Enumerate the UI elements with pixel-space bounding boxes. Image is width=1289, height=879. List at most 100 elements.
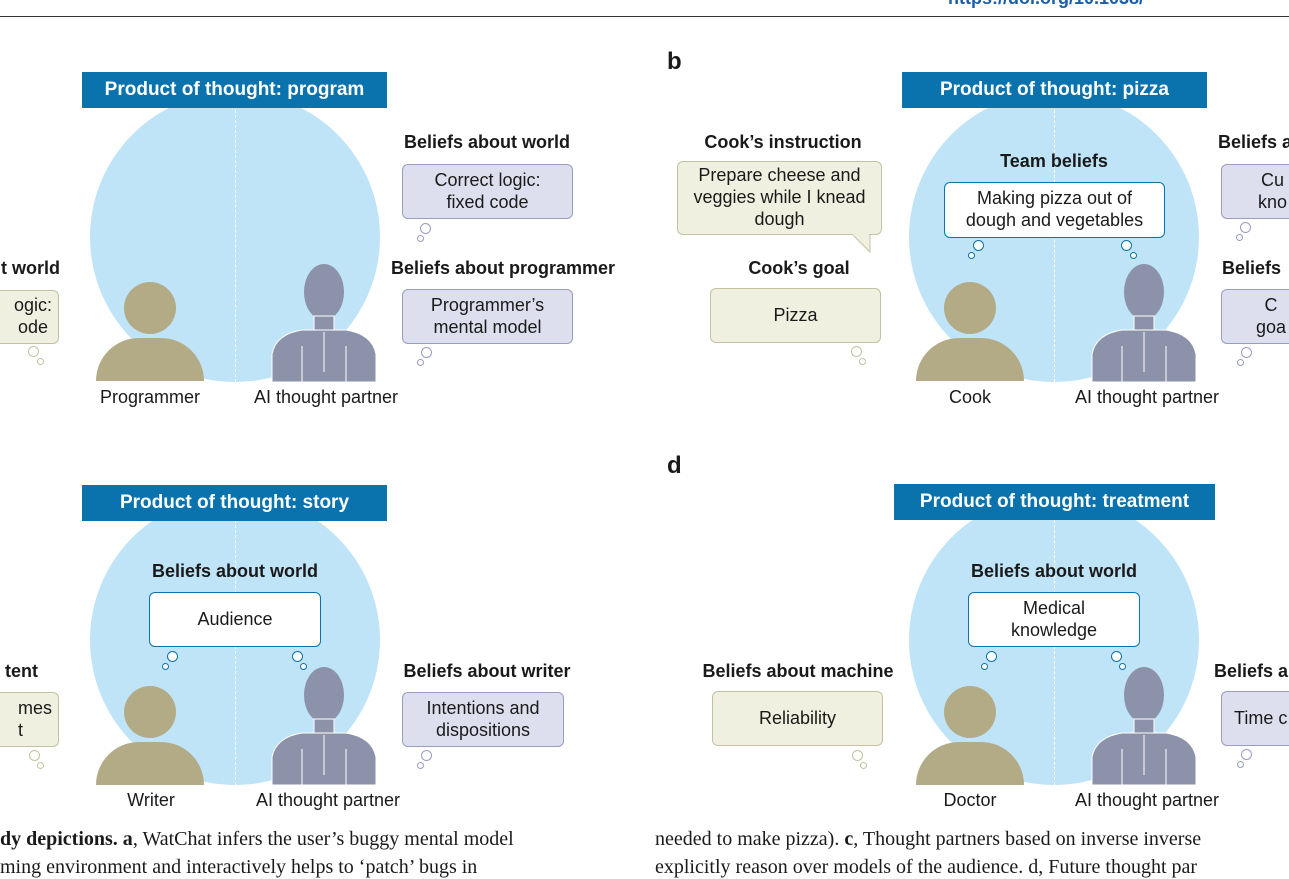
thought-bubble-icon [417, 762, 424, 769]
robot-figure-icon [271, 264, 377, 382]
panel-b-right-box-2: C goa [1221, 289, 1289, 344]
caption-left-line-1: dy depictions. a, WatChat infers the use… [0, 828, 514, 851]
thought-bubble-icon [1121, 240, 1132, 251]
thought-bubble-icon [1111, 651, 1122, 662]
panel-a-left-title: t world [1, 258, 60, 278]
panel-b-divider [1054, 110, 1055, 382]
human-figure-icon [124, 686, 176, 738]
caption-right-text: , Thought partners based on inverse inve… [853, 828, 1202, 850]
thought-bubble-icon [300, 663, 307, 670]
thought-bubble-icon [417, 235, 424, 242]
thought-bubble-icon [292, 651, 303, 662]
thought-bubble-icon [1119, 663, 1126, 670]
panel-c-ai-label: AI thought partner [255, 790, 401, 810]
thought-bubble-icon [37, 358, 44, 365]
panel-c-right-box: Intentions and dispositions [402, 692, 564, 747]
thought-bubble-icon [29, 750, 40, 761]
thought-bubble-icon [1236, 234, 1243, 241]
thought-bubble-icon [1237, 359, 1244, 366]
panel-c-banner: Product of thought: story [82, 485, 387, 521]
caption-right-line-2: explicitly reason over models of the aud… [655, 856, 1198, 878]
panel-c-human-label: Writer [127, 790, 175, 810]
panel-b-right-title-2: Beliefs [1222, 258, 1282, 278]
panel-b-goal-box: Pizza [710, 288, 881, 343]
speech-tail-icon [851, 234, 871, 254]
robot-figure-icon [1091, 264, 1197, 382]
panel-d-left-box: Reliability [712, 691, 883, 746]
thought-bubble-icon [973, 240, 984, 251]
panel-b-ai-label: AI thought partner [1074, 387, 1220, 407]
panel-b-goal-title: Cook’s goal [748, 258, 850, 278]
robot-figure-icon [1091, 667, 1197, 785]
thought-bubble-icon [37, 762, 44, 769]
doi-link[interactable]: https://doi.org/10.1038/ [948, 0, 1144, 9]
panel-d-ai-label: AI thought partner [1074, 790, 1220, 810]
thought-bubble-icon [859, 358, 866, 365]
panel-d-right-title: Beliefs a [1214, 661, 1289, 681]
caption-right-bold: c [844, 828, 854, 850]
panel-a-right-title-1: Beliefs about world [403, 132, 571, 152]
caption-right-pre: needed to make pizza). [655, 828, 845, 850]
human-body [96, 742, 204, 785]
panel-a-right-box-1: Correct logic: fixed code [402, 164, 573, 219]
robot-figure-icon [271, 667, 377, 785]
human-body [96, 338, 204, 381]
thought-bubble-icon [167, 651, 178, 662]
thought-bubble-icon [1240, 222, 1251, 233]
human-body [916, 338, 1024, 381]
thought-bubble-icon [851, 346, 862, 357]
panel-d-center-box: Medical knowledge [968, 592, 1140, 647]
panel-b-center-title: Team beliefs [1000, 151, 1108, 171]
panel-a-right-box-2: Programmer’s mental model [402, 289, 573, 344]
thought-bubble-icon [162, 663, 169, 670]
panel-b-instruction-title: Cook’s instruction [704, 132, 862, 152]
caption-right-line-1: needed to make pizza). c, Thought partne… [655, 828, 1201, 851]
panel-b-instruction-box: Prepare cheese and veggies while I knead… [677, 161, 882, 235]
panel-c-left-box: mes t [0, 692, 59, 747]
panel-a-banner: Product of thought: program [82, 72, 387, 108]
panel-b-center-box: Making pizza out of dough and vegetables [944, 182, 1165, 238]
panel-b-human-label: Cook [948, 387, 992, 407]
thought-bubble-icon [852, 750, 863, 761]
panel-b-banner: Product of thought: pizza [902, 72, 1207, 108]
panel-c-divider [235, 515, 236, 785]
thought-bubble-icon [421, 750, 432, 761]
panel-c-left-title: tent [5, 661, 38, 681]
thought-bubble-icon [420, 223, 431, 234]
thought-bubble-icon [981, 663, 988, 670]
top-rule [0, 16, 1289, 17]
thought-bubble-icon [968, 252, 975, 259]
panel-d-right-box: Time c [1221, 691, 1289, 746]
thought-bubble-icon [1130, 252, 1137, 259]
thought-bubble-icon [1241, 749, 1252, 760]
thought-bubble-icon [417, 359, 424, 366]
human-body [916, 742, 1024, 785]
panel-d-left-title: Beliefs about machine [702, 661, 894, 681]
panel-d-center-title: Beliefs about world [970, 561, 1138, 581]
human-figure-icon [944, 282, 996, 334]
panel-b-right-box-1: Cu kno [1221, 164, 1289, 219]
human-figure-icon [124, 282, 176, 334]
panel-a-left-box: ogic: ode [0, 290, 59, 344]
thought-bubble-icon [28, 346, 39, 357]
panel-a-right-title-2: Beliefs about programmer [390, 258, 616, 278]
panel-a-ai-label: AI thought partner [253, 387, 399, 407]
panel-d-banner: Product of thought: treatment [894, 484, 1215, 520]
panel-c-center-title: Beliefs about world [151, 561, 319, 581]
human-figure-icon [944, 686, 996, 738]
thought-bubble-icon [860, 762, 867, 769]
caption-left-text: , WatChat infers the user’s buggy mental… [132, 828, 514, 850]
thought-bubble-icon [1237, 761, 1244, 768]
panel-b-right-title-1: Beliefs a [1218, 132, 1289, 152]
panel-a-human-label: Programmer [99, 387, 201, 407]
panel-d-letter: d [667, 452, 682, 479]
panel-d-human-label: Doctor [943, 790, 997, 810]
panel-b-letter: b [667, 48, 682, 75]
panel-a-divider [235, 110, 236, 382]
panel-c-center-box: Audience [149, 592, 321, 647]
panel-d-divider [1054, 515, 1055, 785]
thought-bubble-icon [986, 651, 997, 662]
caption-left-line-2: ming environment and interactively helps… [0, 856, 478, 878]
caption-left-bold: dy depictions. a [0, 828, 133, 850]
thought-bubble-icon [1241, 347, 1252, 358]
